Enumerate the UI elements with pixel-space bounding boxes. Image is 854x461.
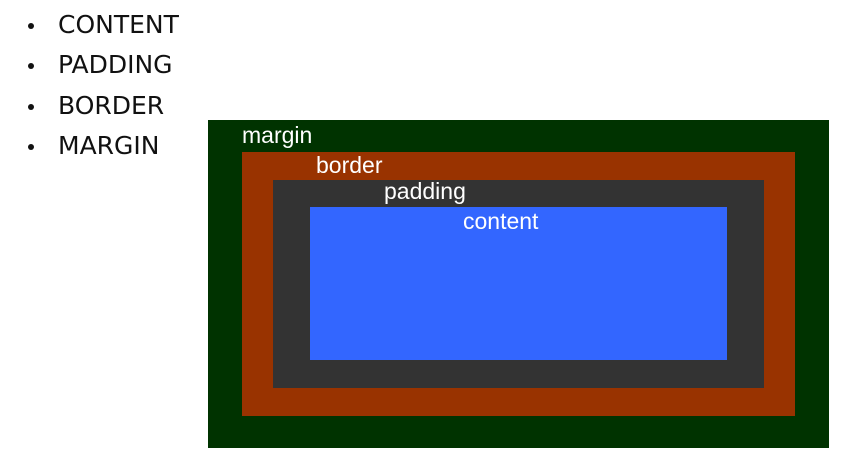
content-box	[310, 207, 727, 360]
bullet-label: CONTENT	[58, 10, 179, 39]
margin-label: margin	[242, 122, 313, 148]
bullet-item-padding: PADDING	[22, 45, 222, 85]
content-label: content	[463, 208, 539, 234]
bullet-item-content: CONTENT	[22, 5, 222, 45]
bullet-dot-icon	[28, 104, 34, 110]
bullet-item-margin: MARGIN	[22, 126, 222, 166]
bullet-dot-icon	[28, 63, 34, 69]
bullet-label: BORDER	[58, 91, 165, 120]
border-label: border	[316, 152, 383, 178]
bullet-label: MARGIN	[58, 131, 160, 160]
bullet-dot-icon	[28, 144, 34, 150]
padding-label: padding	[384, 178, 466, 204]
bullet-label: PADDING	[58, 50, 173, 79]
bullet-item-border: BORDER	[22, 86, 222, 126]
bullet-dot-icon	[28, 23, 34, 29]
